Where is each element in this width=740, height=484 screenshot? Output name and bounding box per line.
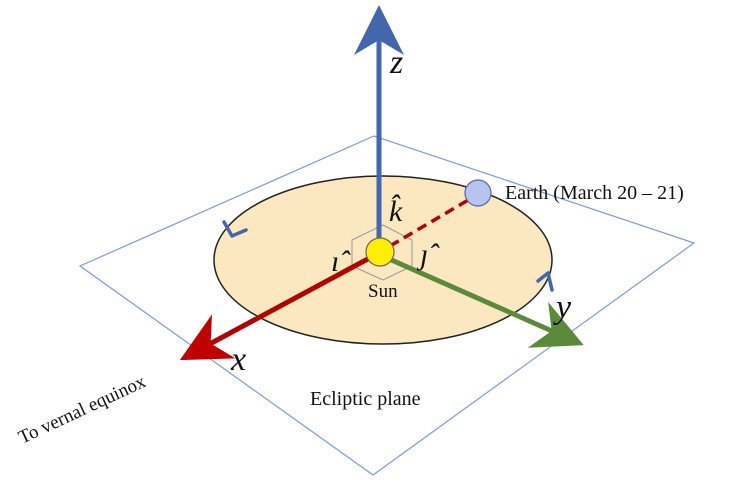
- sun-hexagon: [351, 224, 413, 281]
- sun: [365, 237, 395, 267]
- orbit-direction-arrow-right: [536, 271, 554, 292]
- earth: [464, 179, 492, 207]
- ecliptic-plane-label: Ecliptic plane: [310, 388, 421, 410]
- ecliptic-plane: [78, 135, 696, 476]
- k-hat-label: k̂: [389, 194, 403, 228]
- y-axis: [385, 255, 584, 348]
- earth-label: Earth (March 20 – 21): [505, 182, 684, 204]
- vernal-equinox-label: To vernal equinox: [15, 371, 149, 449]
- x-axis: [179, 251, 379, 361]
- z-axis-label: z: [389, 44, 403, 81]
- orbit-direction-arrow-left: [222, 220, 248, 238]
- y-axis-label: y: [553, 289, 572, 326]
- sun-label: Sun: [368, 281, 398, 302]
- x-axis-label: x: [230, 341, 246, 378]
